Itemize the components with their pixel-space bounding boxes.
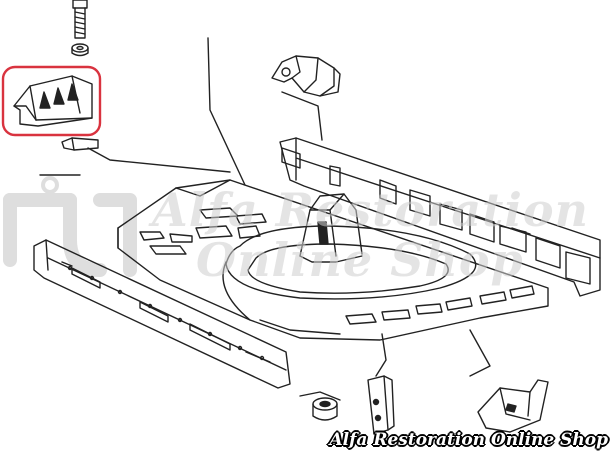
floor-panel-icon (117, 179, 549, 341)
clip-icon (61, 137, 99, 151)
watermark-line-2: Online Shop (196, 233, 524, 287)
right-side-rail-icon (279, 137, 601, 297)
brand-banner: Alfa Restoration Online Shop (329, 430, 608, 450)
grommet-icon (312, 397, 338, 421)
bolt-icon (71, 0, 89, 57)
watermark-line-1: Alfa Restoration (152, 183, 589, 237)
hook-bracket-icon (271, 55, 341, 97)
corner-bracket-icon (477, 379, 549, 433)
highlight-box (1, 65, 102, 137)
center-tower-bracket-icon (299, 193, 363, 263)
watermark-logo-icon (3, 176, 137, 277)
spare-wheel-bracket-icon (13, 75, 93, 127)
left-side-rail-icon (33, 239, 291, 389)
vertical-bracket-icon (367, 375, 395, 435)
